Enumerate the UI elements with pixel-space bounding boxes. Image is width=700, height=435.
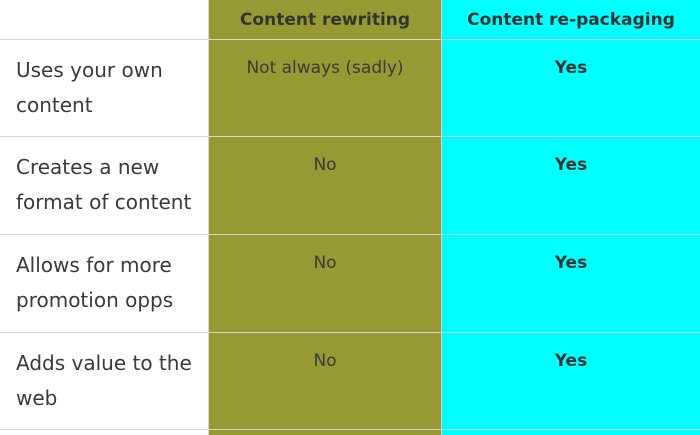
rewriting-value: Not always (sadly)	[209, 40, 442, 137]
repackaging-value: Yes	[442, 40, 700, 137]
repackaging-value: Yes	[442, 333, 700, 430]
rewriting-value: No	[209, 333, 442, 430]
rewriting-value: No	[209, 137, 442, 235]
row-label: Creates a new format of content	[0, 137, 209, 235]
repackaging-value: Yes	[442, 137, 700, 235]
table-tail	[0, 430, 209, 435]
rewriting-value: No	[209, 235, 442, 333]
row-label: Uses your own content	[0, 40, 209, 137]
row-label: Allows for more promotion opps	[0, 235, 209, 333]
header-empty-cell	[0, 0, 209, 40]
header-content-repackaging: Content re-packaging	[442, 0, 700, 40]
repackaging-value: Yes	[442, 235, 700, 333]
table-tail	[209, 430, 442, 435]
table-tail	[442, 430, 700, 435]
header-content-rewriting: Content rewriting	[209, 0, 442, 40]
row-label: Adds value to the web	[0, 333, 209, 430]
